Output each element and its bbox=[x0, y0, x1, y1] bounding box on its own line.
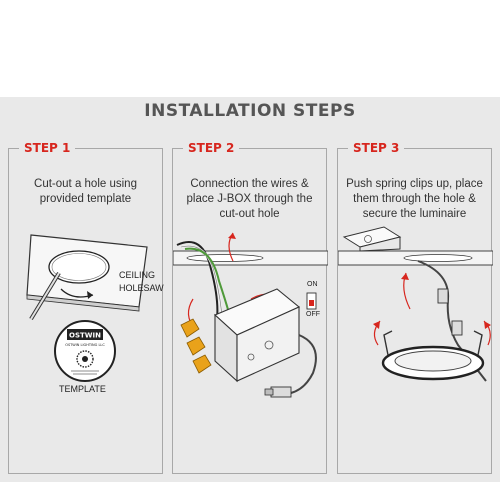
ceiling-tile-edge bbox=[26, 294, 140, 312]
knockout-icon bbox=[264, 340, 274, 350]
cable-connector-2 bbox=[451, 320, 463, 336]
template-callout: TEMPLATE bbox=[59, 384, 106, 394]
junction-box-front bbox=[236, 306, 300, 382]
spring-clip-icon-2 bbox=[473, 330, 483, 356]
wire-nut-icon-2 bbox=[186, 336, 206, 356]
step-3-label: STEP 3 bbox=[348, 140, 405, 156]
step-1-illustration: OSTWIN OSTWIN LIGHTING LLC bbox=[26, 234, 148, 382]
holesaw-callout: HOLESAW bbox=[119, 283, 164, 293]
knockout-icon-2 bbox=[247, 353, 255, 361]
wire-green bbox=[184, 247, 230, 314]
step-3-illustration bbox=[338, 226, 493, 382]
step-1-label: STEP 1 bbox=[19, 140, 76, 156]
template-brand-sub: OSTWIN LIGHTING LLC bbox=[65, 343, 105, 347]
step-3-panel: STEP 3 Push spring clips up, place them … bbox=[337, 140, 493, 474]
switch-off-label: OFF bbox=[306, 311, 320, 318]
ceiling-hole bbox=[403, 254, 473, 262]
ceiling-callout: CEILING bbox=[119, 270, 156, 280]
wire-white-outline bbox=[180, 245, 224, 328]
up-arrow-head bbox=[228, 233, 236, 239]
up-arrow-head bbox=[401, 273, 409, 280]
saw-blade-hub bbox=[82, 356, 88, 362]
ceiling-hole bbox=[186, 254, 264, 262]
template-badge-brand-bg bbox=[67, 329, 103, 340]
switch-toggle bbox=[309, 300, 314, 306]
luminaire-lens bbox=[394, 350, 472, 372]
step-2-description: Connection the wires & place J-BOX throu… bbox=[186, 178, 313, 220]
step-2-panel: STEP 2 Connection the wires & place J-BO… bbox=[172, 140, 328, 474]
wire-nut-icon-3 bbox=[192, 354, 212, 374]
rotation-arrow-head bbox=[87, 291, 93, 299]
switch-on-label: ON bbox=[307, 281, 318, 288]
wire-nut-icon bbox=[180, 318, 200, 338]
clip-arrow-left-head bbox=[373, 321, 380, 329]
template-brand: OSTWIN bbox=[69, 332, 101, 340]
spring-clip-icon bbox=[383, 330, 393, 356]
holesaw-shaft-highlight bbox=[30, 272, 60, 320]
cut-hole bbox=[48, 250, 110, 284]
cable-connector bbox=[437, 288, 449, 304]
cable-connector-tip bbox=[264, 388, 274, 396]
page-title: INSTALLATION STEPS bbox=[144, 101, 356, 121]
step-3-description: Push spring clips up, place them through… bbox=[346, 178, 483, 220]
knockout-icon bbox=[364, 235, 372, 243]
step-2-label: STEP 2 bbox=[183, 140, 240, 156]
cable-connector bbox=[270, 386, 292, 398]
saw-blade-icon bbox=[76, 350, 94, 368]
clip-arrow-right-head bbox=[484, 321, 491, 329]
step-1-panel: STEP 1 Cut-out a hole using provided tem… bbox=[8, 140, 164, 474]
cut-hole-inner bbox=[51, 253, 107, 281]
wire-black bbox=[176, 241, 219, 320]
junction-box-above-front bbox=[359, 236, 401, 252]
output-cable bbox=[290, 334, 317, 394]
step-2-illustration bbox=[173, 232, 328, 398]
step-1-description: Cut-out a hole using provided template bbox=[34, 178, 137, 205]
